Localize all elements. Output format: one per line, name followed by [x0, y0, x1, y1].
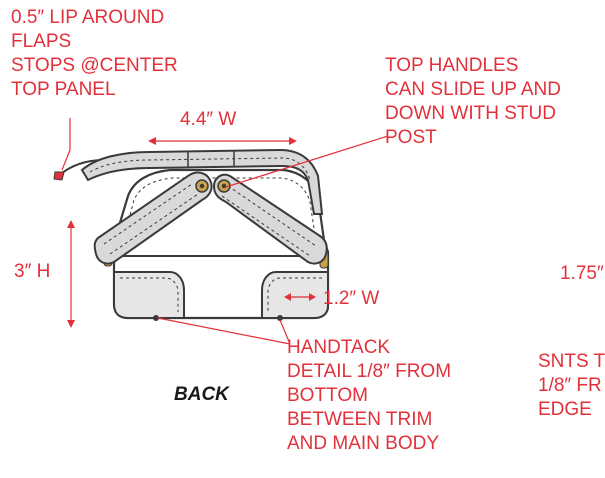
handtack-note-line-5: AND MAIN BODY	[287, 433, 440, 454]
foot-rivet-right	[277, 315, 283, 321]
lip-note-line-2: FLAPS	[11, 31, 72, 52]
handtack-note-line-1: HANDTACK	[287, 337, 391, 358]
height-label: 3″ H	[14, 261, 51, 282]
handtack-note: HANDTACK DETAIL 1/8″ FROM BOTTOM BETWEEN…	[287, 336, 451, 456]
handle-left	[93, 171, 213, 265]
lip-note-line-1: 0.5″ LIP AROUND	[11, 7, 165, 28]
view-label: BACK	[174, 384, 229, 405]
handles-leader-line	[225, 135, 389, 188]
lip-note-line-3: STOPS @CENTER	[11, 55, 178, 76]
lip-note-line-4: TOP PANEL	[11, 79, 116, 100]
handtack-leader-right	[279, 319, 291, 345]
handles-note-line-1: TOP HANDLES	[385, 55, 519, 76]
trim-left	[113, 271, 185, 319]
handtack-note-line-3: BOTTOM	[287, 385, 368, 406]
handtack-leader-left	[157, 317, 291, 345]
handle-right	[212, 173, 328, 265]
handtack-note-line-4: BETWEEN TRIM	[287, 409, 433, 430]
top-strap	[80, 148, 324, 215]
snts-note: SNTS T 1/8″ FR EDGE	[538, 350, 605, 422]
handles-note-line-2: CAN SLIDE UP AND	[385, 79, 561, 100]
trim-right	[261, 271, 329, 319]
snts-note-line-3: EDGE	[538, 399, 592, 420]
handtack-note-line-2: DETAIL 1/8″ FROM	[287, 361, 452, 382]
handles-note-line-4: POST	[385, 127, 437, 148]
handles-note: TOP HANDLES CAN SLIDE UP AND DOWN WITH S…	[385, 54, 561, 150]
width-label: 4.4″ W	[180, 109, 237, 130]
snts-note-line-2: 1/8″ FR	[538, 375, 602, 396]
foot-rivet-left	[153, 315, 159, 321]
lip-leader-line	[61, 118, 71, 171]
trim-width-label: 1.2″ W	[323, 288, 380, 309]
partial-dimension-label: 1.75″	[560, 263, 604, 284]
lip-note: 0.5″ LIP AROUND FLAPS STOPS @CENTER TOP …	[11, 6, 178, 102]
snts-note-line-1: SNTS T	[538, 351, 605, 372]
handles-note-line-3: DOWN WITH STUD	[385, 103, 556, 124]
